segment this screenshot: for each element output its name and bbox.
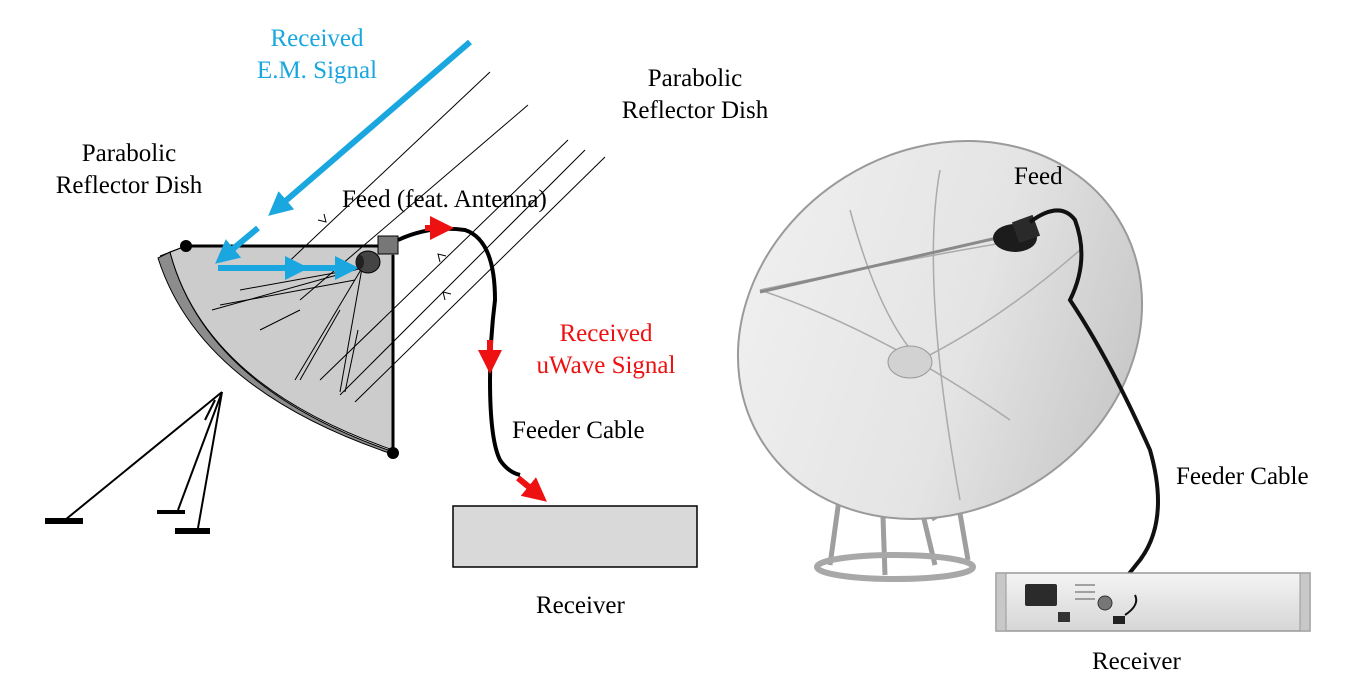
receiver-box — [452, 505, 698, 568]
parabolic-reflector-dish-left-line1: Parabolic — [81, 140, 177, 167]
parabolic-reflector-dish-label-left: Parabolic Reflector Dish — [38, 138, 220, 202]
feeder-cable-photo — [1028, 208, 1160, 600]
feed-label-right: Feed — [1014, 163, 1063, 190]
received-uwave-signal-line1: Received — [559, 320, 653, 347]
received-em-signal-line1: Received — [270, 25, 364, 52]
receiver-label-right: Receiver — [1092, 648, 1181, 675]
dish-schematic — [45, 240, 399, 534]
feeder-cable-label-left: Feeder Cable — [512, 417, 645, 444]
received-em-signal-label: Received E.M. Signal — [242, 23, 392, 87]
tripod-legs — [64, 391, 223, 529]
received-uwave-signal-label: Received uWave Signal — [520, 318, 692, 382]
dish-photo — [736, 140, 1144, 582]
receiver-unit-photo — [995, 572, 1311, 632]
feed-horn — [355, 235, 399, 274]
parabolic-reflector-dish-right-line1: Parabolic — [647, 65, 743, 92]
uwave-signal-arrows — [425, 216, 547, 502]
received-uwave-signal-line2: uWave Signal — [536, 352, 676, 379]
receiver-label-left: Receiver — [536, 592, 625, 619]
parabolic-reflector-dish-label-right: Parabolic Reflector Dish — [600, 63, 790, 127]
parabolic-reflector-dish-right-line2: Reflector Dish — [621, 97, 769, 124]
em-signal-arrow — [215, 39, 472, 280]
parabolic-reflector-dish-left-line2: Reflector Dish — [55, 172, 203, 199]
feeder-cable-label-right: Feeder Cable — [1176, 463, 1309, 490]
received-em-signal-line2: E.M. Signal — [256, 57, 378, 84]
feed-label-left: Feed (feat. Antenna) — [342, 186, 547, 213]
feeder-cable-schematic — [397, 226, 521, 477]
